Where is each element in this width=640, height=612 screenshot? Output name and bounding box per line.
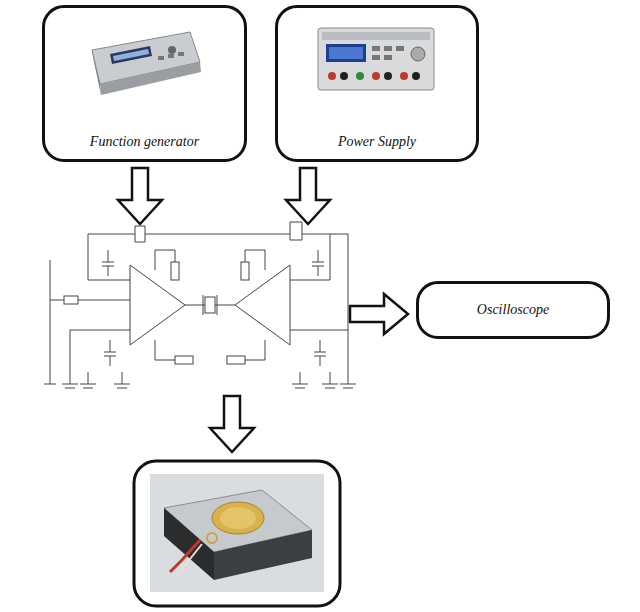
- oscillator-circuit-part: [175, 356, 193, 364]
- piezo-sample-panel-part: [150, 474, 324, 592]
- oscillator-circuit-part: [215, 305, 235, 306]
- node-label: Power Supply: [278, 134, 476, 150]
- function-generator-device-part: [178, 52, 184, 56]
- node-label: Oscilloscope: [419, 302, 607, 318]
- function-generator-device-part: [113, 49, 149, 61]
- function-generator-device-part: [168, 46, 176, 54]
- oscillator-circuit-part: [322, 372, 338, 388]
- power-supply-device-part: [326, 44, 366, 62]
- power-supply-device-part: [340, 72, 348, 80]
- oscillator-circuit-part: [50, 300, 130, 301]
- instrument-box: Function generator: [42, 5, 247, 162]
- oscillator-circuit-part: [241, 262, 249, 280]
- piezo-sample-panel-part: [134, 461, 340, 606]
- block-arrow-part: [118, 168, 162, 224]
- power-supply-device-part: [356, 72, 364, 80]
- oscillator-circuit-part: [104, 340, 116, 366]
- oscillator-circuit-part: [88, 234, 348, 340]
- power-supply-device-part: [411, 47, 425, 61]
- block-arrow: [118, 168, 408, 452]
- power-supply-device-part: [328, 72, 336, 80]
- oscillator-circuit-part: [114, 372, 130, 388]
- power-supply-device-part: [384, 72, 392, 80]
- oscillator-circuit-part: [80, 372, 96, 388]
- power-supply-device-part: [372, 55, 380, 60]
- oscillator-circuit-part: [314, 340, 326, 366]
- function-generator-device-part: [168, 54, 174, 58]
- oscillator-circuit-part: [245, 340, 265, 360]
- power-supply-device-part: [384, 55, 392, 60]
- piezo-sample-panel-part: [214, 530, 312, 580]
- power-supply-device-part: [372, 46, 380, 51]
- oscillator-circuit-part: [62, 380, 78, 388]
- piezo-sample-panel-part: [207, 533, 217, 543]
- oscillator-circuit-part: [205, 297, 215, 313]
- piezo-sample-panel-part: [212, 502, 264, 534]
- oscillator-circuit-part: [203, 295, 217, 315]
- block-arrow-part: [350, 294, 408, 334]
- function-generator-device-part: [92, 50, 101, 95]
- oscillator-circuit-part: [70, 330, 130, 380]
- oscillator-circuit-part: [290, 234, 330, 280]
- power-supply-device-part: [384, 46, 392, 51]
- node-label: Function generator: [45, 134, 244, 150]
- oscillator-circuit: [44, 222, 356, 388]
- oscillator-circuit-part: [185, 305, 205, 306]
- piezo-sample-panel-part: [176, 544, 202, 578]
- oscillator-circuit-part: [290, 222, 302, 240]
- power-supply-device-part: [322, 32, 430, 40]
- power-supply-device-part: [318, 28, 434, 90]
- power-supply-device-part: [400, 72, 408, 80]
- oscillator-circuit-part: [171, 262, 179, 280]
- power-supply-device: [318, 28, 434, 90]
- function-generator-device: [92, 32, 201, 95]
- oscillator-circuit-part: [44, 260, 56, 384]
- instrument-box: Oscilloscope: [416, 281, 610, 339]
- oscillator-circuit-part: [340, 340, 356, 388]
- oscillator-circuit-part: [312, 250, 324, 276]
- oscillator-circuit-part: [64, 296, 78, 304]
- oscillator-circuit-part: [292, 372, 308, 388]
- power-supply-device-part: [372, 72, 380, 80]
- function-generator-device-part: [100, 62, 201, 95]
- oscillator-circuit-part: [88, 234, 130, 280]
- function-generator-device-part: [110, 46, 152, 64]
- block-arrow-part: [286, 168, 330, 224]
- piezo-sample-panel: [134, 461, 340, 606]
- power-supply-device-part: [412, 72, 420, 80]
- piezo-sample-panel-part: [164, 508, 214, 580]
- oscillator-circuit-part: [102, 250, 114, 276]
- oscillator-circuit-part: [155, 340, 175, 360]
- oscillator-circuit-part: [135, 226, 145, 242]
- piezo-sample-panel-part: [220, 507, 256, 529]
- power-supply-device-part: [396, 46, 404, 51]
- block-arrow-part: [210, 396, 254, 452]
- instrument-box: Power Supply: [275, 5, 479, 162]
- oscillator-circuit-part: [227, 356, 245, 364]
- power-supply-device-part: [329, 47, 363, 59]
- oscillator-circuit-part: [290, 330, 348, 331]
- function-generator-device-part: [158, 56, 164, 60]
- piezo-sample-panel-part: [170, 540, 200, 572]
